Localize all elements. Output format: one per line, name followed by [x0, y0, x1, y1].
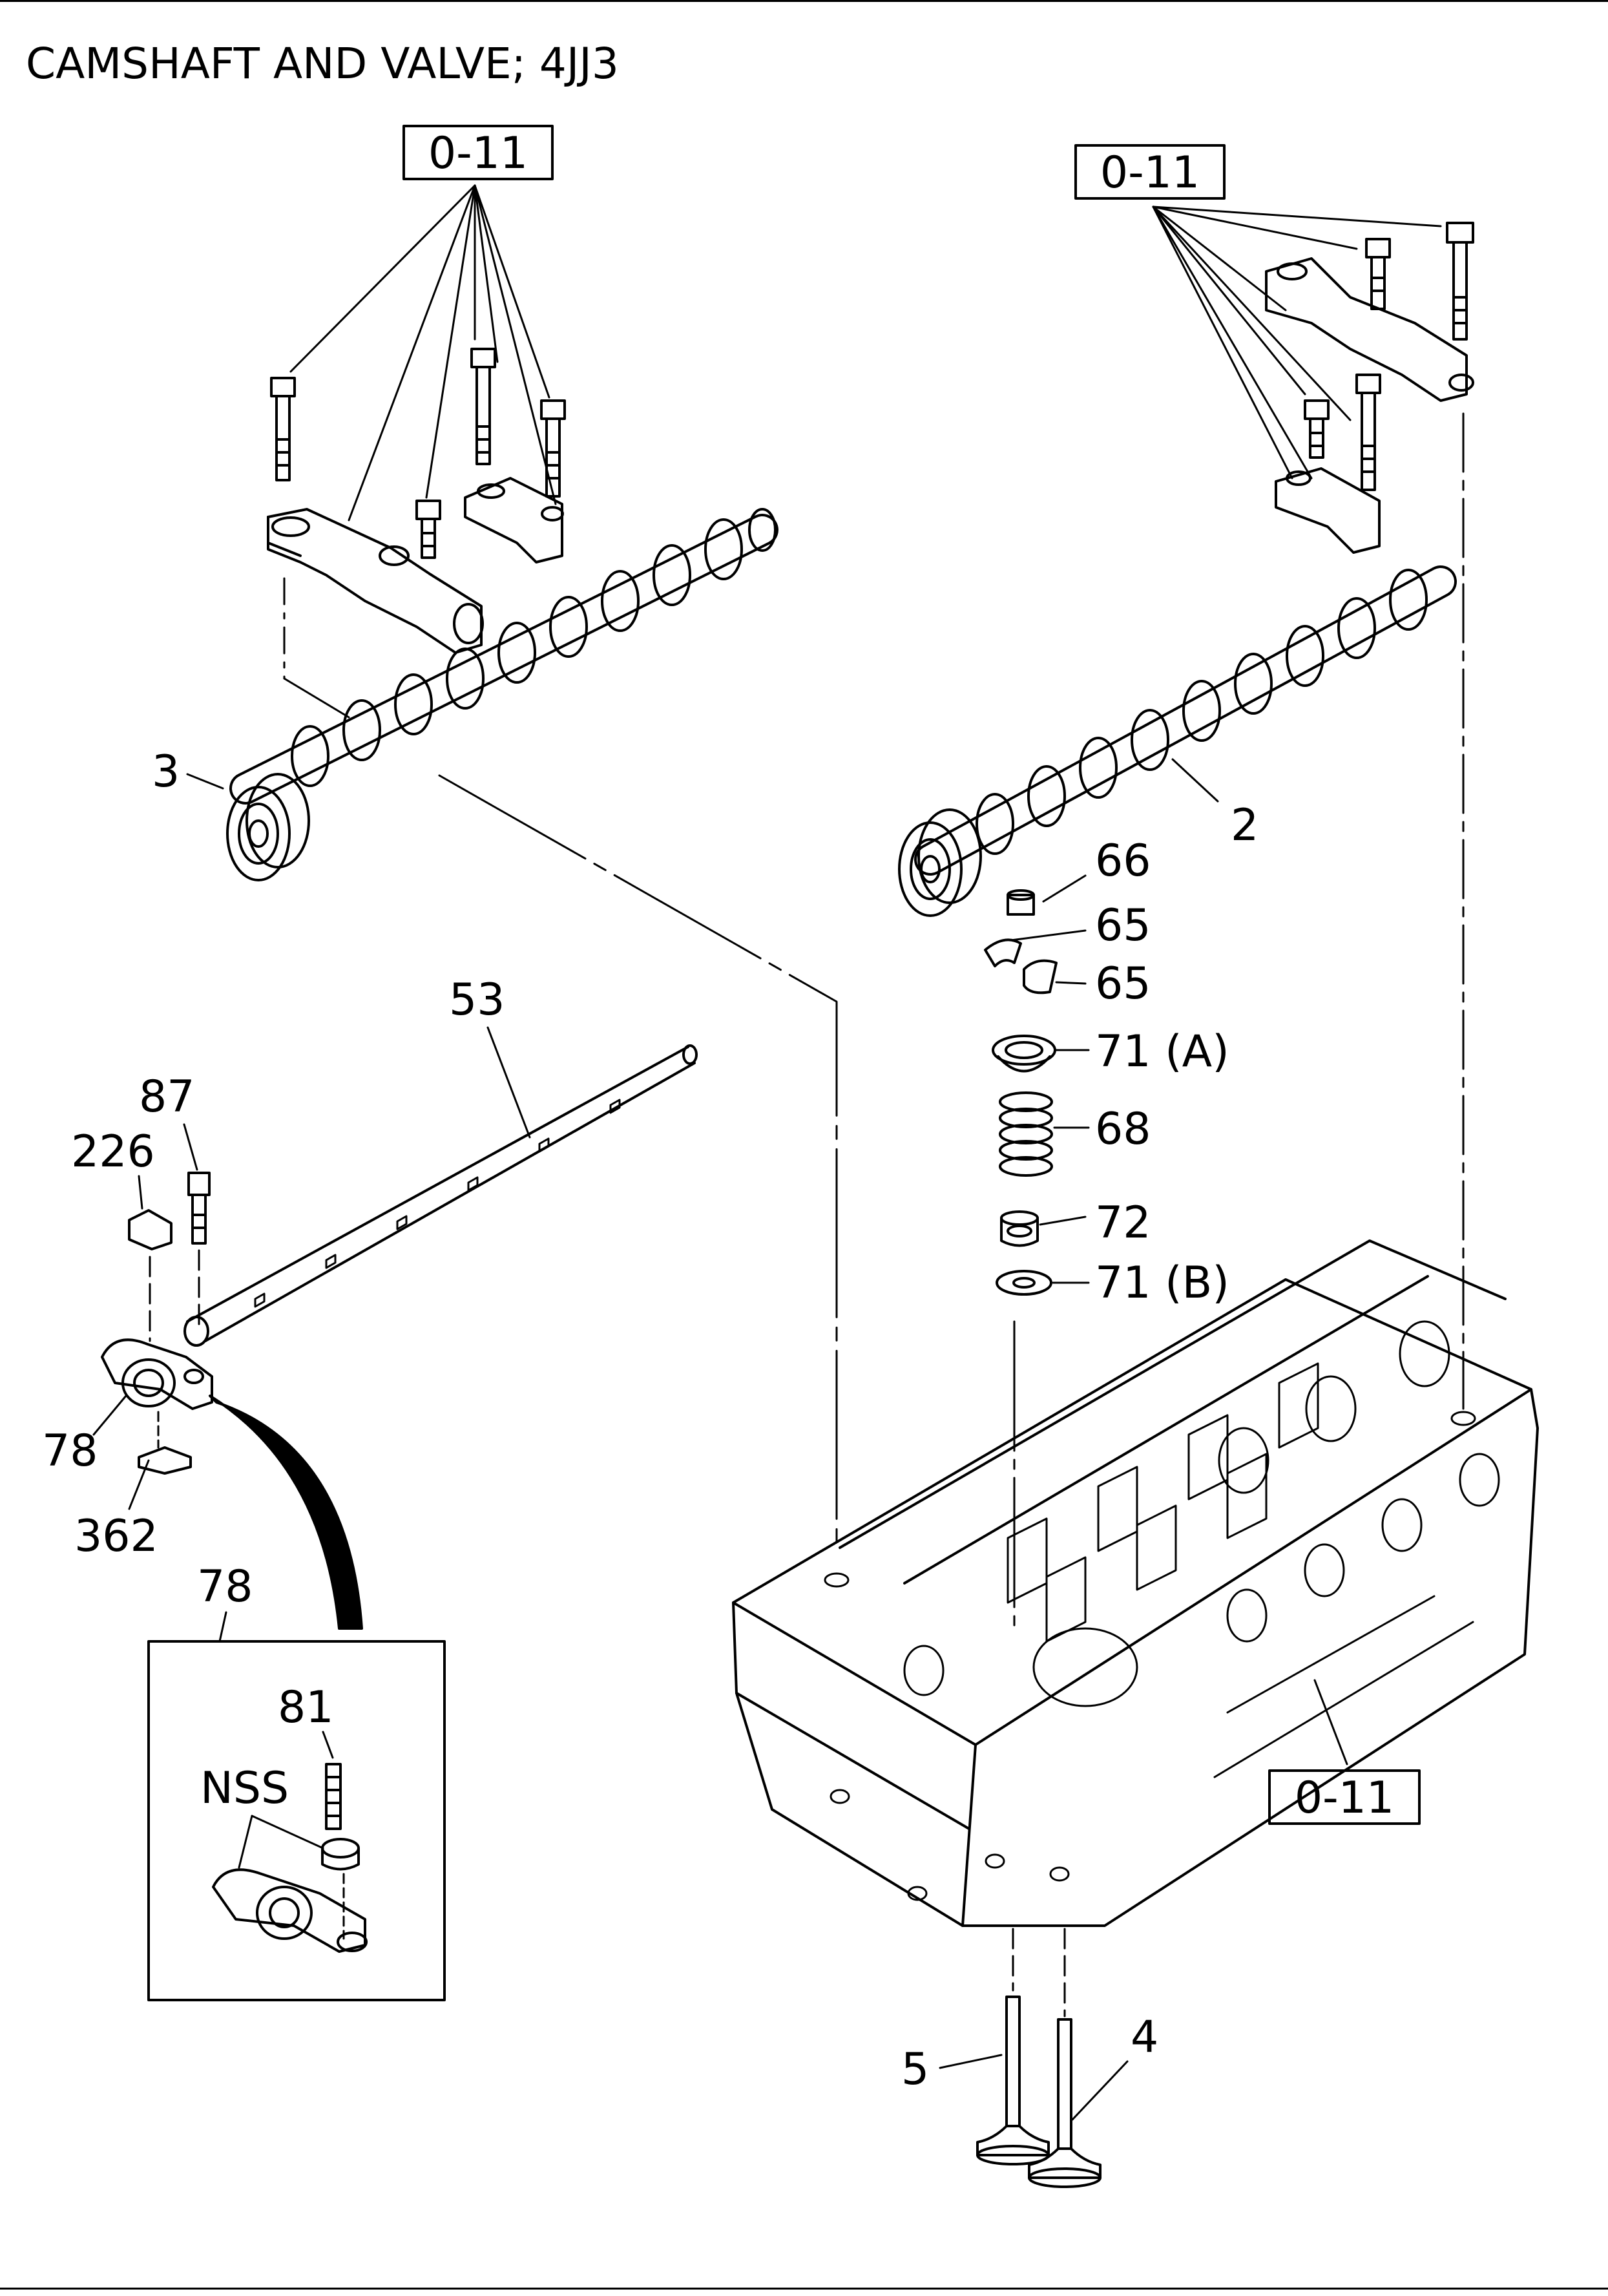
ref-box-top-right[interactable]: 0-11 — [1074, 144, 1226, 200]
svg-text:0-11: 0-11 — [1295, 1773, 1394, 1824]
camshaft-icon — [898, 565, 1457, 917]
rocker-arm-icon — [101, 1338, 213, 1410]
bolt-icon — [270, 377, 296, 481]
bottom-border — [0, 2288, 1608, 2290]
adjust-screw-icon — [325, 1763, 342, 1830]
callout-oil-seal[interactable]: 72 — [1095, 1197, 1151, 1248]
callout-spring-seat-upper[interactable]: 71 (A) — [1095, 1026, 1229, 1077]
valve-spring-icon — [999, 1091, 1053, 1177]
callout-intake-valve[interactable]: 4 — [1131, 2012, 1158, 2063]
bolt-icon — [540, 399, 566, 498]
callout-exhaust-valve[interactable]: 5 — [901, 2044, 929, 2095]
valve-collet-icon — [984, 938, 1022, 967]
callout-valve-collet-2[interactable]: 65 — [1095, 958, 1151, 1009]
bolt-icon — [1304, 399, 1330, 459]
plate-icon — [138, 1446, 192, 1475]
detail-pointer-arrow — [209, 1395, 363, 1630]
camshaft-bearing-cap-icon — [464, 477, 564, 563]
callout-valve-spring[interactable]: 68 — [1095, 1104, 1151, 1155]
cylinder-head-icon — [732, 1239, 1539, 1927]
bolt-icon — [1446, 222, 1474, 341]
exhaust-valve-icon — [976, 1996, 1050, 2165]
spring-retainer-icon — [992, 1035, 1056, 1073]
ref-leaders-top-right — [1152, 205, 1442, 479]
bolt-icon — [415, 500, 441, 559]
intake-valve-icon — [1028, 2018, 1102, 2188]
bolt-icon — [187, 1172, 211, 1245]
rocker-arm-detail-box — [147, 1640, 446, 2001]
camshaft-bearing-cap-icon — [267, 508, 484, 654]
rocker-arm-icon — [212, 1868, 368, 1953]
valve-cap-icon — [1007, 889, 1035, 916]
valve-oil-seal-icon — [1000, 1210, 1039, 1247]
callout-rocker-shaft[interactable]: 53 — [449, 974, 505, 1026]
rocker-shaft-icon — [183, 1044, 698, 1347]
callout-adjust-screw[interactable]: 81 — [278, 1682, 334, 1733]
callout-camshaft-left[interactable]: 3 — [152, 746, 180, 797]
ref-leaders-top-left — [289, 184, 557, 521]
bolt-icon — [1365, 238, 1391, 310]
callout-plate[interactable]: 362 — [74, 1511, 158, 1562]
callout-valve-cap[interactable]: 66 — [1095, 836, 1151, 887]
top-border — [0, 0, 1608, 2]
spring-seat-washer-icon — [996, 1270, 1052, 1296]
callout-clip[interactable]: 226 — [71, 1126, 155, 1177]
locknut-icon — [321, 1838, 360, 1871]
callout-bolt[interactable]: 87 — [139, 1071, 195, 1122]
valve-collet-icon — [1023, 959, 1058, 995]
svg-text:0-11: 0-11 — [1100, 147, 1200, 198]
camshaft-bearing-cap-icon — [1275, 467, 1381, 554]
camshaft-icon — [226, 508, 778, 881]
camshaft-bearing-cap-icon — [1265, 257, 1474, 402]
svg-text:0-11: 0-11 — [428, 128, 528, 179]
callout-rocker-arm-detail[interactable]: 78 — [197, 1561, 253, 1612]
ref-box-top-left[interactable]: 0-11 — [402, 125, 554, 180]
callout-camshaft-right[interactable]: 2 — [1231, 800, 1258, 851]
ref-box-cylinder-head[interactable]: 0-11 — [1268, 1769, 1421, 1825]
callout-nss[interactable]: NSS — [200, 1763, 289, 1814]
bolt-icon — [470, 348, 496, 465]
callout-spring-seat-lower[interactable]: 71 (B) — [1095, 1258, 1229, 1309]
clip-icon — [128, 1209, 172, 1250]
bolt-icon — [1355, 374, 1381, 491]
callout-valve-collet-1[interactable]: 65 — [1095, 900, 1151, 951]
page-title: CAMSHAFT AND VALVE; 4JJ3 — [26, 39, 619, 89]
callout-rocker-arm[interactable]: 78 — [42, 1426, 98, 1477]
